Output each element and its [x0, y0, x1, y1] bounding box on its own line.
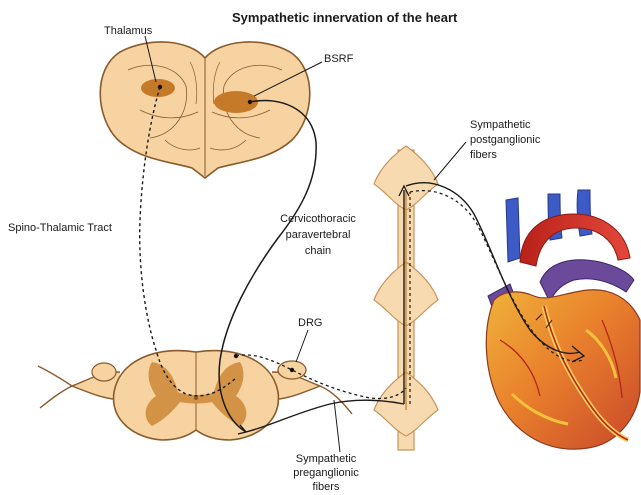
label-postganglionic-line-3: fibers — [470, 149, 497, 161]
label-preganglionic-line-3: fibers — [313, 481, 340, 490]
brainstem-section — [100, 42, 310, 178]
label-preganglionic-line-2: preganglionic — [293, 467, 359, 479]
label-bsrf: BSRF — [324, 53, 354, 65]
heart-illustration — [486, 190, 640, 449]
label-spino-thalamic-tract: Spino-Thalamic Tract — [8, 222, 112, 234]
label-preganglionic-line-1: Sympathetic — [296, 453, 357, 465]
label-chain-line-2: paravertebral — [286, 229, 351, 241]
label-thalamus: Thalamus — [104, 25, 153, 37]
label-postganglionic-line-2: postganglionic — [470, 134, 541, 146]
label-postganglionic-line-1: Sympathetic — [470, 119, 531, 131]
label-drg: DRG — [298, 317, 322, 329]
label-chain-line-1: Cervicothoracic — [280, 213, 356, 225]
label-chain-line-3: chain — [305, 245, 331, 257]
sympathetic-chain — [374, 146, 438, 450]
diagram-title: Sympathetic innervation of the heart — [232, 10, 458, 25]
